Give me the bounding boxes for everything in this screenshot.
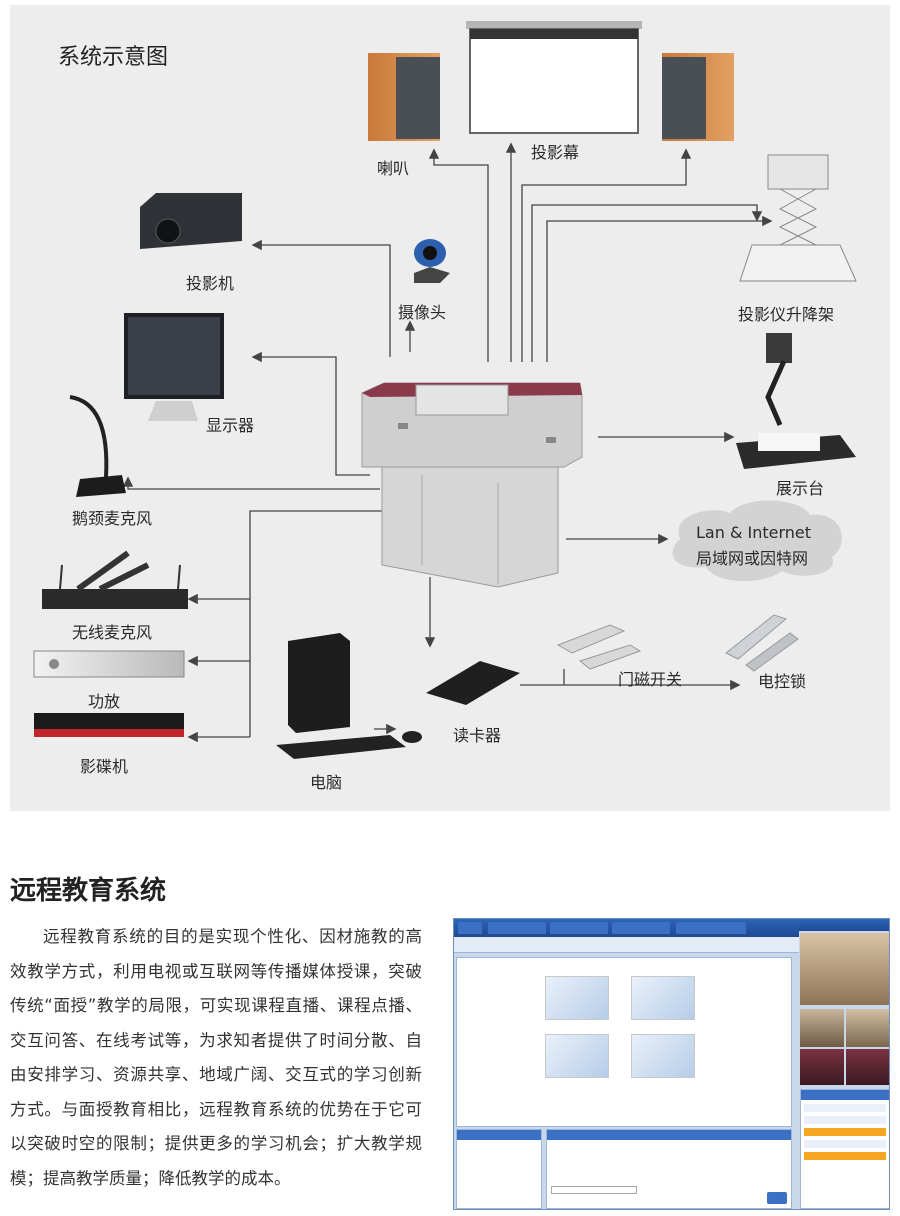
visualizer-device xyxy=(736,333,856,469)
diagram-title: 系统示意图 xyxy=(58,45,169,70)
webcam-device xyxy=(414,239,450,283)
electric-lock-device xyxy=(725,614,799,672)
send-button[interactable] xyxy=(767,1192,787,1204)
app-tab xyxy=(676,922,746,934)
label-electric-lock: 电控锁 xyxy=(758,672,807,691)
thumbnail xyxy=(545,1034,609,1078)
system-diagram-panel: 系统示意图 喇叭 投影幕 投影机 摄像头 投影仪升降架 显示器 展示台 鹅颈麦克… xyxy=(10,5,890,811)
app-tab xyxy=(458,922,482,934)
label-door-switch: 门磁开关 xyxy=(618,670,683,689)
label-screen: 投影幕 xyxy=(531,143,580,162)
app-toolbar xyxy=(454,937,799,953)
projector-device xyxy=(140,193,242,249)
video-main xyxy=(800,933,889,1005)
panel-header xyxy=(801,1090,889,1100)
label-card-reader: 读卡器 xyxy=(453,726,502,745)
section-body: 远程教育系统的目的是实现个性化、因材施教的高效教学方式，利用电视或互联网等传播媒… xyxy=(10,927,422,1188)
label-computer: 电脑 xyxy=(310,773,343,792)
app-tab xyxy=(488,922,546,934)
label-speaker: 喇叭 xyxy=(377,159,410,178)
label-projector-lift: 投影仪升降架 xyxy=(738,305,835,324)
video-thumb xyxy=(846,1009,889,1047)
door-switch-device xyxy=(556,624,642,670)
section-title: 远程教育系统 xyxy=(10,876,167,906)
label-projector: 投影机 xyxy=(186,274,235,293)
network-cloud xyxy=(672,500,842,582)
projector-lift-device xyxy=(739,154,857,282)
list-item[interactable] xyxy=(804,1152,886,1160)
label-wireless-mic: 无线麦克风 xyxy=(72,623,153,642)
connection-lines xyxy=(122,142,773,743)
dvd-player-device xyxy=(34,713,184,737)
podium-console xyxy=(361,382,583,588)
label-amplifier: 功放 xyxy=(88,692,121,711)
list-item[interactable] xyxy=(804,1104,886,1112)
projection-screen xyxy=(466,21,642,134)
chat-input[interactable] xyxy=(551,1186,637,1194)
wireless-mic-device xyxy=(42,550,188,609)
app-tab xyxy=(550,922,608,934)
file-list-panel xyxy=(456,1129,542,1209)
card-reader-device xyxy=(426,661,520,705)
video-thumb xyxy=(800,1049,844,1085)
label-monitor: 显示器 xyxy=(206,416,255,435)
participant-list xyxy=(800,1089,889,1209)
thumbnail xyxy=(545,976,609,1020)
label-network-line1: Lan & Internet xyxy=(696,523,812,542)
chat-panel xyxy=(546,1129,792,1209)
monitor-device xyxy=(124,313,224,421)
thumbnail xyxy=(631,976,695,1020)
content-area xyxy=(456,957,792,1127)
thumbnail xyxy=(631,1034,695,1078)
distance-education-screenshot xyxy=(453,918,890,1210)
list-item[interactable] xyxy=(804,1140,886,1148)
video-thumb xyxy=(800,1009,844,1047)
video-panel-header xyxy=(799,919,889,931)
speaker-right xyxy=(662,53,734,141)
label-network-line2: 局域网或因特网 xyxy=(696,549,809,568)
gooseneck-mic-device xyxy=(69,395,126,497)
panel-header xyxy=(547,1130,791,1140)
panel-header xyxy=(457,1130,541,1140)
list-item[interactable] xyxy=(804,1128,886,1136)
amplifier-device xyxy=(33,650,185,678)
computer-device xyxy=(276,633,422,759)
label-camera: 摄像头 xyxy=(398,303,447,322)
app-tab xyxy=(612,922,670,934)
speaker-left xyxy=(368,53,440,141)
list-item[interactable] xyxy=(804,1116,886,1124)
label-visualizer: 展示台 xyxy=(776,479,825,498)
label-dvd: 影碟机 xyxy=(80,757,129,776)
label-gooseneck-mic: 鹅颈麦克风 xyxy=(72,509,153,528)
system-diagram xyxy=(33,21,857,759)
video-thumb xyxy=(846,1049,889,1085)
